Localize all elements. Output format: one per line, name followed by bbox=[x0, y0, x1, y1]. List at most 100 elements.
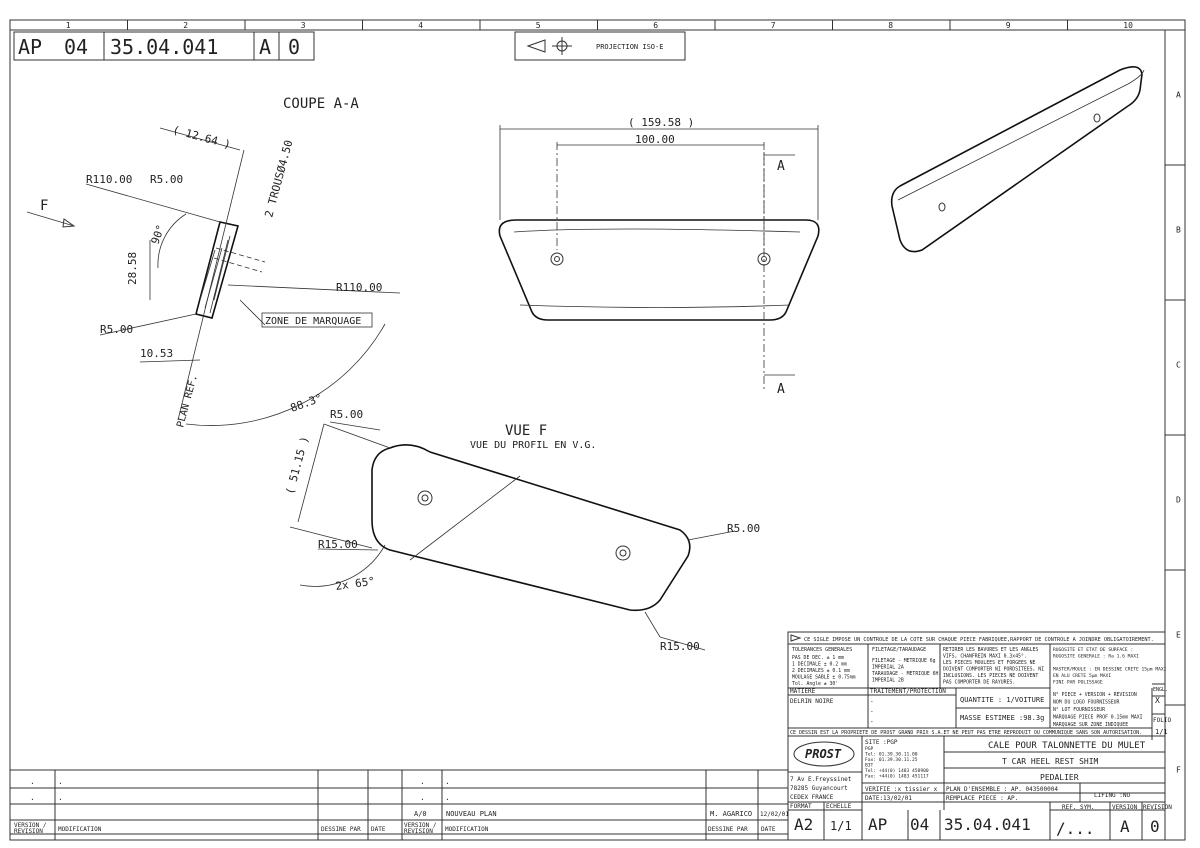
revision-table: . . . . . . . . A/0 NOUVEAU PLAN M. AGAR… bbox=[10, 769, 789, 840]
dim-28-58: 28.58 bbox=[126, 252, 139, 285]
site-line-3: Fax: 01.39.30.11.25 bbox=[865, 757, 918, 763]
title-fr: CALE POUR TALONNETTE DU MULET bbox=[988, 741, 1146, 751]
site-line-5: Tel: +44(0) 1483 458900 bbox=[865, 768, 929, 774]
remplace: REMPLACE PIECE : AP. bbox=[946, 795, 1018, 802]
header-series: 04 bbox=[64, 35, 88, 59]
rugo-line-5: EN ALU CRETE 5µm MAXI bbox=[1053, 673, 1111, 679]
rev-row-modification: NOUVEAU PLAN bbox=[446, 810, 497, 818]
section-a-top: A bbox=[777, 159, 785, 174]
matiere-label: MATIERE bbox=[790, 688, 816, 695]
notes-line-1: RETIRER LES BAVURES ET LES ANGLES bbox=[943, 647, 1038, 653]
rev-dot-4: . bbox=[58, 793, 63, 802]
piece-line-1: N° PIECE + VERSION + REVISION bbox=[1053, 692, 1137, 698]
rev-dot-2: . bbox=[58, 777, 63, 786]
rev-row-by: M. AGARICO bbox=[710, 810, 752, 818]
piece-line-2: NOM DU LOGO FOURNISSEUR bbox=[1053, 700, 1120, 706]
section-title: COUPE A-A bbox=[283, 96, 359, 112]
dim-100: 100.00 bbox=[635, 133, 675, 146]
tolerance-line-5: Tol. Angle ± 30' bbox=[792, 681, 838, 687]
site-line-1: PGP bbox=[865, 746, 874, 752]
dim-r15-viewf-right: R15.00 bbox=[660, 640, 700, 653]
piece-line-4: MARQUAGE PIECE PROF 0.15mm MAXI bbox=[1053, 715, 1143, 721]
ref-sym-label: REF. SYM. bbox=[1062, 804, 1095, 811]
traitement-line-1: - bbox=[870, 698, 874, 705]
prost-logo-text: PROST bbox=[805, 747, 842, 761]
date-value: DATE:13/02/01 bbox=[865, 795, 912, 802]
tolerance-line-1: PAS DE DEC. ± 1 mm bbox=[792, 655, 844, 661]
tolerance-line-2: 1 DECIMALE ± 0.2 mm bbox=[792, 662, 847, 668]
column-label-5: 5 bbox=[536, 21, 541, 30]
dim-90deg: 90° bbox=[149, 223, 168, 246]
lifing: LIFING :NO bbox=[1094, 792, 1131, 799]
rugo-line-6: FINI PAR POLISSAGE bbox=[1053, 680, 1103, 686]
dim-10-53: 10.53 bbox=[140, 347, 173, 360]
piece-line-3: N° LOT FOURNISSEUR bbox=[1053, 707, 1105, 713]
dim-159-58: ( 159.58 ) bbox=[628, 116, 694, 129]
quantite: QUANTITE : 1/VOITURE bbox=[960, 696, 1044, 704]
rev-dot-7: . bbox=[420, 793, 425, 802]
site-line-6: Fax: +44(0) 1483 451117 bbox=[865, 774, 929, 780]
rev-dot-6: . bbox=[445, 777, 450, 786]
row-label-F: F bbox=[1176, 766, 1181, 775]
dim-r5-viewf-right: R5.00 bbox=[727, 522, 760, 535]
column-label-4: 4 bbox=[418, 21, 423, 30]
tolerance-title: TOLERANCES GENERALES bbox=[792, 647, 852, 653]
matiere-value: DELRIN NOIRE bbox=[790, 698, 834, 705]
title-block: CE SIGLE IMPOSE UN CONTROLE DE LA COTE S… bbox=[787, 631, 1172, 841]
notice-top: CE SIGLE IMPOSE UN CONTROLE DE LA COTE S… bbox=[804, 637, 1154, 643]
rev-head-modification-2: MODIFICATION bbox=[445, 826, 489, 833]
tolerance-line-3: 2 DECIMALES ± 0.1 mm bbox=[792, 668, 850, 674]
rev-head-version-1: VERSION / bbox=[14, 822, 47, 829]
rev-dot-3: . bbox=[30, 793, 35, 802]
revision-value: 0 bbox=[1150, 817, 1160, 836]
front-view-outline bbox=[498, 219, 820, 321]
dim-12-64: ( 12.64 ) bbox=[171, 123, 232, 151]
dim-2-holes: 2 TROUSØ4.50 bbox=[262, 139, 295, 219]
header-prefix: AP bbox=[18, 35, 42, 59]
notes-line-2: VIFS, CHANFREIN MAXI 0.3x45°. bbox=[943, 654, 1027, 660]
iso-hole-left-icon bbox=[938, 202, 946, 212]
dim-r110-right: R110.00 bbox=[336, 281, 382, 294]
projection-label: PROJECTION ISO-E bbox=[596, 43, 663, 51]
header-part-number: AP 04 35.04.041 A 0 bbox=[13, 31, 315, 61]
piece-line-5: MARQUAGE SUR ZONE INDIQUEE bbox=[1053, 722, 1128, 728]
view-f: VUE F VUE DU PROFIL EN V.G. R5.00 ( 51.1… bbox=[283, 408, 760, 653]
dim-r5-top: R5.00 bbox=[150, 173, 183, 186]
site-line-2: Tel: 01.39.30.11.00 bbox=[865, 752, 918, 758]
dim-r15-viewf-left: R15.00 bbox=[318, 538, 358, 551]
folio-label: FOLIO bbox=[1153, 717, 1171, 724]
verifie: VERIFIE :x tissier x bbox=[865, 786, 938, 793]
rugo-line-4: MASTER/MOULE : EN DESSINE CRETE 15µm MAX… bbox=[1053, 667, 1167, 673]
section-body bbox=[195, 221, 240, 319]
rugo-line-2: RUGOSITE GENERALE : Ra 1.6 MAXI bbox=[1053, 654, 1139, 660]
dim-2x65: 2x 65° bbox=[335, 575, 376, 593]
tb-prefix: AP bbox=[868, 815, 887, 834]
rev-head-modification: MODIFICATION bbox=[58, 826, 102, 833]
echelle-label: ECHELLE bbox=[826, 803, 852, 810]
notes-line-3: LES PIECES MOULEES ET FORGEES NE bbox=[943, 660, 1036, 666]
property-notice: CE DESSIN EST LA PROPRIETE DE PROST GRAN… bbox=[790, 730, 1142, 736]
rev-head-dessine-2: DESSINE PAR bbox=[708, 826, 748, 833]
ref-sym-value: /... bbox=[1056, 819, 1095, 838]
title-en: T CAR HEEL REST SHIM bbox=[1002, 757, 1099, 766]
notes-line-4: DOIVENT COMPORTER NI PORDSITEES, NI bbox=[943, 667, 1044, 673]
view-f-hole-left-icon bbox=[417, 490, 433, 506]
rev-head-version-3: VERSION / bbox=[404, 822, 437, 829]
rugo-line-1: RUGOSITE ET ETAT DE SURFACE : bbox=[1053, 647, 1133, 653]
thread-line-1: FILETAGE - METRIQUE 6g bbox=[872, 658, 936, 664]
tolerance-line-4: MOULAGE SABLE ± 0.75mm bbox=[792, 675, 856, 681]
notes-line-5: INCLUSIONS. LES PIECES NE DOIVENT bbox=[943, 673, 1038, 679]
view-f-arrow bbox=[26, 211, 75, 227]
arrow-head-icon bbox=[62, 218, 76, 228]
rev-dot-5: . bbox=[420, 777, 425, 786]
column-label-2: 2 bbox=[183, 21, 188, 30]
marking-zone-label: ZONE DE MARQUAGE bbox=[265, 316, 361, 327]
row-label-D: D bbox=[1176, 496, 1181, 505]
thread-line-3: TARAUDAGE - METRIQUE 6H bbox=[872, 671, 939, 677]
iso-hole-right-icon bbox=[1093, 113, 1101, 123]
projection-cone-icon bbox=[526, 39, 546, 53]
engl-label: ENGL. bbox=[1153, 687, 1168, 693]
rev-head-dessine: DESSINE PAR bbox=[321, 826, 361, 833]
